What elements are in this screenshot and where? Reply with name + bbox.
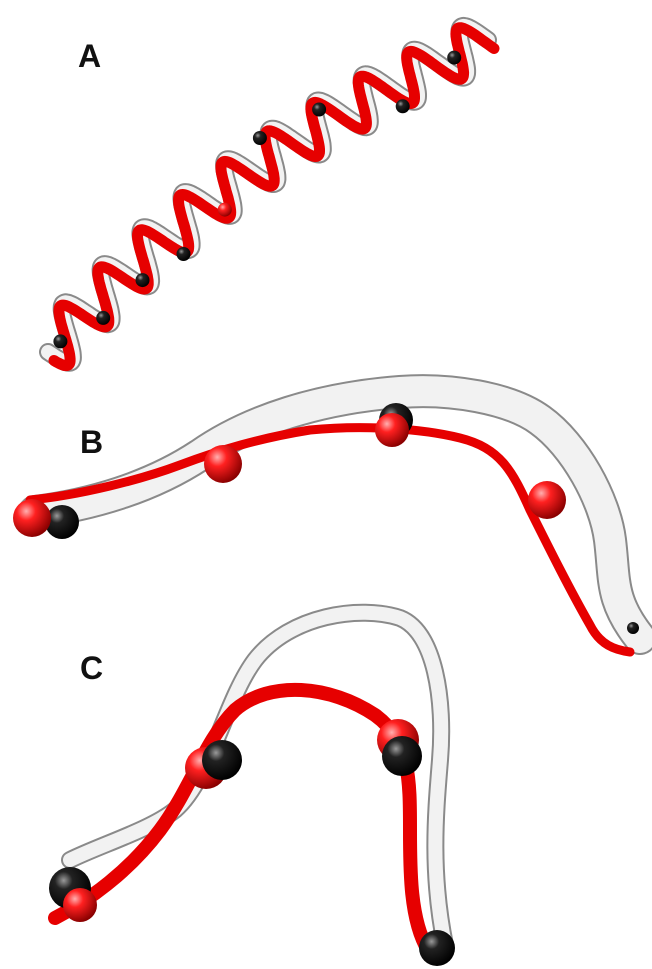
atom-c-model-1 xyxy=(63,888,97,922)
loop-c-reference-ribbon xyxy=(70,613,445,945)
atom-b-model-2 xyxy=(204,445,242,483)
atom-c-reference-2 xyxy=(202,740,242,780)
atom-c-reference-4 xyxy=(419,930,455,966)
atom-a-5 xyxy=(218,203,232,217)
atom-b-model-4 xyxy=(528,481,566,519)
panel-a-helix xyxy=(48,26,494,366)
atom-a-8 xyxy=(396,99,410,113)
atom-a-3 xyxy=(136,273,150,287)
panel-c-hairpin-loop xyxy=(49,613,455,966)
atom-a-2 xyxy=(96,311,110,325)
atom-a-9 xyxy=(447,51,461,65)
atom-b-model-3 xyxy=(375,413,409,447)
atom-a-4 xyxy=(177,247,191,261)
atom-a-1 xyxy=(53,334,67,348)
loop-c-model-ribbon xyxy=(55,690,428,950)
atom-c-reference-3 xyxy=(382,736,422,776)
atom-b-model-1 xyxy=(13,499,51,537)
atom-a-6 xyxy=(253,131,267,145)
atom-a-7 xyxy=(312,103,326,117)
atom-b-reference-5 xyxy=(627,622,639,634)
